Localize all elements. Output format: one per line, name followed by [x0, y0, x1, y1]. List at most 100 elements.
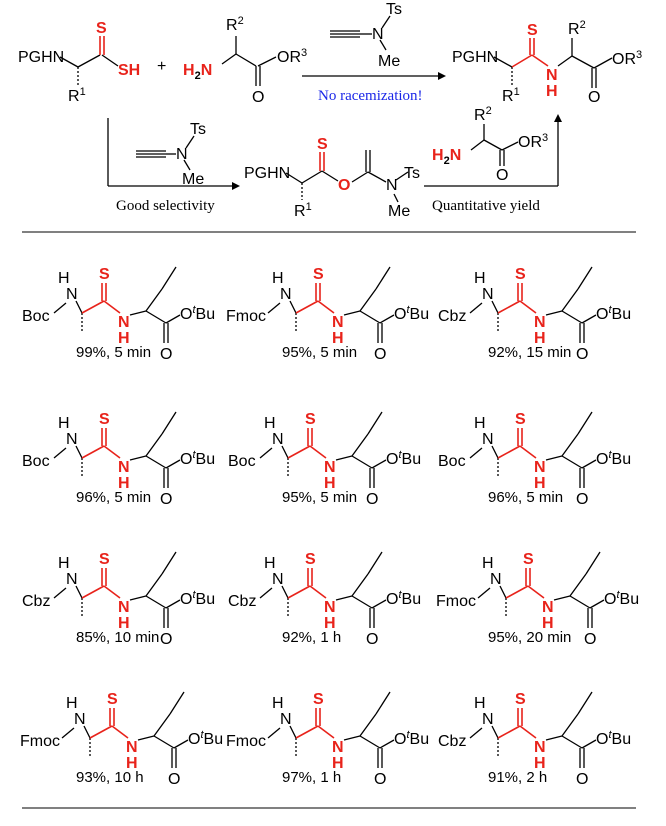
or3-label: OR3 — [277, 47, 307, 66]
amide-h: H — [118, 475, 130, 492]
nh-label: N — [490, 571, 502, 588]
h-label: H — [272, 695, 284, 712]
amide-h: H — [332, 755, 344, 772]
o-label: O — [252, 89, 264, 106]
svg-text:R2: R2 — [474, 105, 492, 124]
svg-text:S: S — [317, 136, 328, 153]
carbonyl-o: O — [374, 771, 386, 788]
svg-text:OR3: OR3 — [518, 132, 548, 151]
nh-label: N — [482, 711, 494, 728]
thione-s: S — [305, 551, 316, 568]
thione-s: S — [99, 411, 110, 428]
ester-label: OtBu — [188, 729, 223, 748]
pg-label: PGHN — [18, 49, 64, 66]
ynamide-reagent-bottom: N Ts Me — [136, 121, 206, 188]
svg-text:R1: R1 — [294, 201, 312, 220]
no-racemization-note: No racemization! — [318, 88, 423, 104]
amide-n: N — [332, 314, 344, 331]
nh-label: N — [66, 571, 78, 588]
yield-time-caption: 92%, 1 h — [282, 629, 341, 646]
protecting-group: Boc — [438, 453, 466, 470]
h-label: H — [58, 555, 70, 572]
nh2-label: H2N — [183, 62, 212, 82]
protecting-group: Fmoc — [20, 733, 60, 750]
yield-time-caption: 97%, 1 h — [282, 769, 341, 786]
h-label: H — [474, 270, 486, 287]
thione-s: S — [99, 551, 110, 568]
r2-label: R2 — [226, 15, 244, 34]
amide-h: H — [324, 475, 336, 492]
thione-s: S — [313, 266, 324, 283]
ynamide-reagent-top: N Ts Me — [330, 1, 402, 70]
yield-time-caption: 91%, 2 h — [488, 769, 547, 786]
protecting-group: Cbz — [228, 593, 256, 610]
svg-text:PGHN: PGHN — [452, 49, 498, 66]
yield-time-caption: 95%, 5 min — [282, 344, 357, 361]
svg-text:N: N — [546, 67, 558, 84]
amide-h: H — [324, 615, 336, 632]
carbonyl-o: O — [366, 491, 378, 508]
thione-s: S — [515, 411, 526, 428]
carbonyl-o: O — [160, 631, 172, 648]
ester-label: OtBu — [386, 589, 421, 608]
thione-s: S — [515, 266, 526, 283]
carbonyl-o: O — [160, 346, 172, 363]
sh-label: SH — [118, 62, 140, 79]
thione-s: S — [523, 551, 534, 568]
ester-label: OtBu — [604, 589, 639, 608]
ester-label: OtBu — [180, 304, 215, 323]
thione-s: S — [107, 691, 118, 708]
amide-h: H — [332, 330, 344, 347]
ts-label: Ts — [386, 1, 402, 18]
protecting-group: Fmoc — [436, 593, 476, 610]
thione-s: S — [99, 266, 110, 283]
h-label: H — [58, 270, 70, 287]
nh-label: N — [482, 431, 494, 448]
amide-n: N — [118, 459, 130, 476]
svg-text:H2N: H2N — [432, 147, 461, 167]
svg-text:Ts: Ts — [404, 165, 420, 182]
carbonyl-o: O — [366, 631, 378, 648]
svg-text:Ts: Ts — [190, 121, 206, 138]
amide-n: N — [126, 739, 138, 756]
thioamide-product: PGHN R1 S N H R2 O OR3 — [452, 19, 642, 106]
h-label: H — [264, 415, 276, 432]
good-selectivity-note: Good selectivity — [116, 198, 215, 214]
amide-n: N — [534, 459, 546, 476]
ester-label: OtBu — [596, 449, 631, 468]
svg-text:O: O — [588, 89, 600, 106]
nh-label: N — [482, 286, 494, 303]
ester-label: OtBu — [180, 449, 215, 468]
protecting-group: Boc — [22, 453, 50, 470]
h-label: H — [66, 695, 78, 712]
yield-time-caption: 99%, 5 min — [76, 344, 151, 361]
protecting-group: Boc — [22, 308, 50, 325]
yield-time-caption: 96%, 5 min — [76, 489, 151, 506]
amide-n: N — [118, 314, 130, 331]
svg-text:R2: R2 — [568, 19, 586, 38]
thioacid-reactant: PGHN R1 S SH — [18, 20, 140, 105]
scheme: PGHN R1 S SH + H2N R2 O OR3 — [18, 1, 642, 220]
amide-h: H — [534, 330, 546, 347]
carbonyl-o: O — [168, 771, 180, 788]
amide-h: H — [534, 475, 546, 492]
h-label: H — [474, 415, 486, 432]
nh-label: N — [280, 286, 292, 303]
svg-text:OR3: OR3 — [612, 49, 642, 68]
h-label: H — [482, 555, 494, 572]
protecting-group: Fmoc — [226, 733, 266, 750]
carbonyl-o: O — [576, 771, 588, 788]
protecting-group: Boc — [228, 453, 256, 470]
ester-label: OtBu — [596, 304, 631, 323]
nh-label: N — [280, 711, 292, 728]
thione-s: S — [96, 20, 107, 37]
